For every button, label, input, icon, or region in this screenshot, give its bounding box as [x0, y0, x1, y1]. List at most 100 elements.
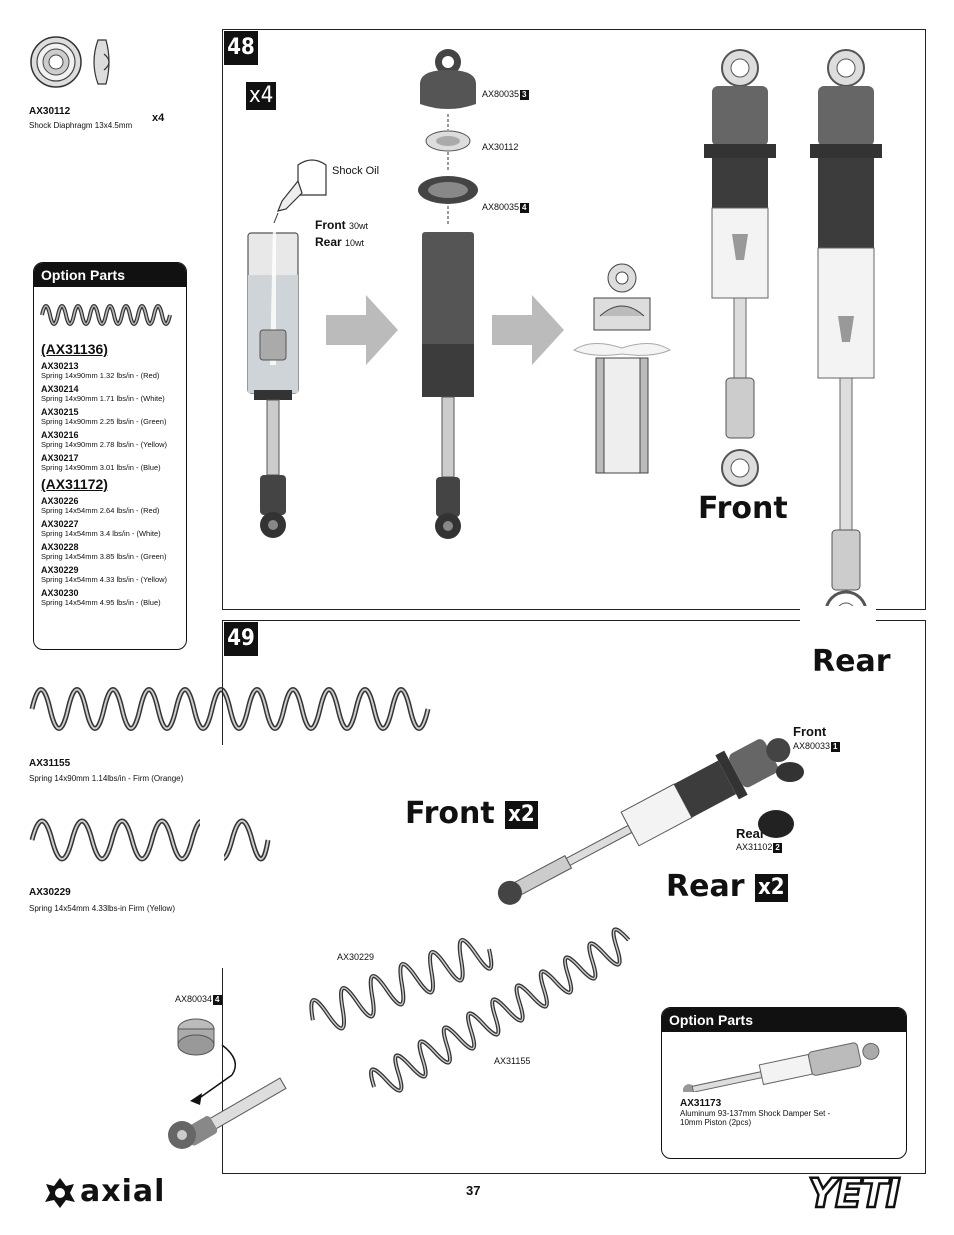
axial-logo-icon: [45, 1178, 75, 1208]
oil-rear-row: Rear 10wt: [315, 235, 364, 249]
spring-b-callout: AX31155: [494, 1056, 531, 1066]
step-48-number: 48: [224, 31, 258, 65]
option-part-number: AX30229: [41, 565, 79, 575]
step-48-front-label: Front: [698, 491, 788, 526]
collar-sub: 4: [213, 995, 222, 1005]
short-spring-desc: Spring 14x54mm 4.33lbs-in Firm (Yellow): [29, 904, 175, 913]
option-part-number: AX30226: [41, 496, 79, 506]
frame-gap-mask: [200, 745, 224, 968]
short-spring-part-number: AX30229: [29, 887, 71, 898]
option-part-number: AX30215: [41, 407, 79, 417]
collar-part: AX80034: [175, 994, 213, 1004]
front-shock-assembled-illustration: [704, 49, 776, 487]
step-49-rear-qty: x2: [754, 873, 788, 902]
shock-oil-bottle-illustration: [273, 159, 327, 224]
step-49-front-row: Front x2: [405, 796, 538, 831]
yeti-model-logo: YETI: [807, 1171, 902, 1218]
step-49-front-qty: x2: [505, 800, 538, 829]
collar-rod-end-illustration: [168, 1018, 287, 1149]
long-spring-part-number: AX31155: [29, 758, 71, 769]
arrow-right-icon: [326, 295, 398, 365]
long-spring-desc: Spring 14x90mm 1.14lbs/in - Firm (Orange…: [29, 774, 184, 783]
option-parts-panel-right: Option Parts AX31173 Aluminum 93-137mm S…: [661, 1007, 907, 1159]
option-group-code: (AX31172): [41, 476, 108, 492]
diaphragm-illustration: [30, 36, 110, 88]
diaphragm-qty: x4: [152, 112, 165, 124]
arrow-right-icon: [492, 295, 564, 365]
aluminum-shock-desc-1: Aluminum 93-137mm Shock Damper Set -: [680, 1109, 831, 1118]
shock-oil-label: Shock Oil: [332, 165, 380, 177]
diaphragm-part-number: AX30112: [29, 106, 71, 117]
aluminum-shock-part-number: AX31173: [680, 1098, 722, 1109]
aluminum-shock-desc-2: 10mm Piston (2pcs): [680, 1118, 752, 1127]
callout-cap-sub: 3: [520, 90, 529, 100]
option-part-number: AX30228: [41, 542, 79, 552]
step-49-front-label: Front: [405, 796, 495, 831]
callout-collar-sub: 4: [520, 203, 529, 213]
long-spring-illustration: [29, 687, 431, 731]
option-part-desc: Spring 14x54mm 2.64 lbs/in - (Red): [41, 506, 160, 515]
step-48-qty: x4: [246, 82, 277, 110]
oil-rear-label: Rear: [315, 235, 342, 249]
callout-cap-part: AX80035: [482, 89, 520, 99]
rear-spring-angled-illustration: [369, 927, 631, 1093]
spring-option-illustration: [40, 304, 172, 326]
option-part-number: AX30213: [41, 361, 79, 371]
step-48-rear-label: Rear: [812, 644, 891, 679]
step-49-number: 49: [224, 622, 258, 656]
option-part-number: AX30214: [41, 384, 79, 394]
step-48-frame: [222, 29, 926, 610]
rear-shock-assembled-illustration: [810, 49, 882, 634]
oil-rear-value: 10wt: [345, 238, 365, 248]
page-number: 37: [466, 1183, 481, 1198]
callout-diaphragm: AX30112: [482, 142, 518, 152]
option-part-desc: Spring 14x54mm 3.85 lbs/in - (Green): [41, 552, 167, 561]
rear-end-sub: 2: [773, 843, 782, 853]
option-part-number: AX30217: [41, 453, 79, 463]
axial-brand-wordmark: axial: [80, 1174, 166, 1209]
option-parts-panel-left: Option Parts (AX31136) AX30213 Spring 14…: [33, 262, 187, 650]
option-part-desc: Spring 14x90mm 3.01 lbs/in - (Blue): [41, 463, 161, 472]
front-end-label: Front: [793, 724, 827, 739]
front-spring-angled-illustration: [309, 938, 494, 1031]
step-49-rear-label: Rear: [666, 869, 745, 904]
oil-front-value: 30wt: [349, 221, 369, 231]
option-parts-header: Option Parts: [34, 263, 186, 287]
option-part-number: AX30230: [41, 588, 79, 598]
option-part-number: AX30216: [41, 430, 79, 440]
rear-end-label: Rear: [736, 826, 765, 841]
spring-a-callout: AX30229: [337, 952, 375, 962]
oil-front-row: Front 30wt: [315, 218, 368, 232]
front-end-part: AX80033: [793, 741, 831, 751]
short-spring-illustration: [29, 818, 271, 862]
rear-end-part: AX31102: [736, 842, 773, 852]
shock-body-filling-illustration: [247, 225, 299, 538]
diaphragm-part-desc: Shock Diaphragm 13x4.5mm: [29, 121, 133, 130]
option-part-desc: Spring 14x90mm 1.71 lbs/in - (White): [41, 394, 165, 403]
option-part-desc: Spring 14x54mm 4.95 lbs/in - (Blue): [41, 598, 161, 607]
option-parts-header: Option Parts: [662, 1008, 906, 1032]
front-end-sub: 1: [831, 742, 840, 752]
step-49-rear-row: Rear x2: [666, 869, 788, 904]
option-part-desc: Spring 14x90mm 2.78 lbs/in - (Yellow): [41, 440, 168, 449]
callout-collar-part: AX80035: [482, 202, 520, 212]
shock-exploded-illustration: [418, 49, 478, 539]
option-part-desc: Spring 14x54mm 4.33 lbs/in - (Yellow): [41, 575, 168, 584]
frame-gap-mask: [800, 606, 876, 648]
option-parts-list: (AX31136) AX30213 Spring 14x90mm 1.32 lb…: [34, 335, 186, 609]
oil-front-label: Front: [315, 218, 346, 232]
aluminum-shock-illustration: [682, 1042, 880, 1092]
option-part-desc: Spring 14x90mm 2.25 lbs/in - (Green): [41, 417, 167, 426]
callout-diaphragm-part: AX30112: [482, 142, 519, 152]
angled-shock-illustration: [497, 738, 804, 905]
shock-cutaway-illustration: [572, 263, 672, 474]
step-48-qty-tag: x4: [246, 82, 277, 110]
option-part-desc: Spring 14x54mm 3.4 lbs/in - (White): [41, 529, 161, 538]
option-part-number: AX30227: [41, 519, 79, 529]
option-part-desc: Spring 14x90mm 1.32 lbs/in - (Red): [41, 371, 160, 380]
